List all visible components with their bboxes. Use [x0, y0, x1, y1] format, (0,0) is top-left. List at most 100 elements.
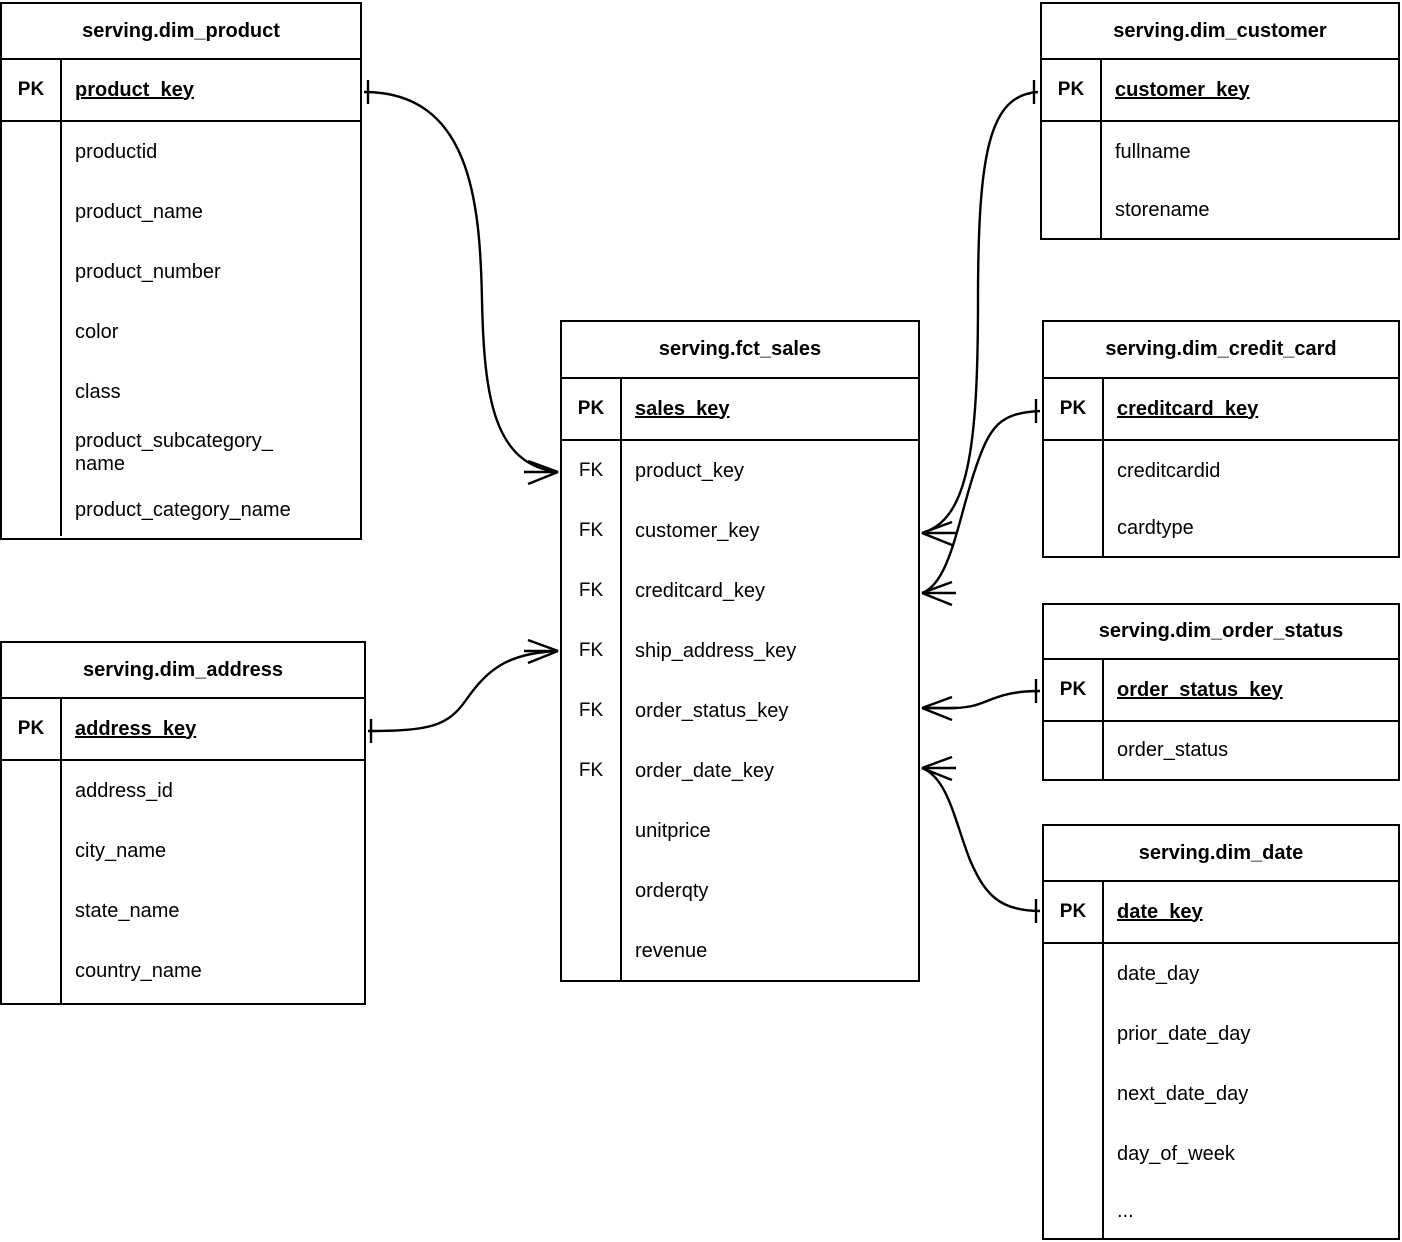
crowsfoot-sales-creditcard [921, 580, 956, 607]
measure-row: revenue [635, 939, 708, 962]
pk-marker: PK [2, 60, 62, 120]
pk-field-name: customer_key [1115, 78, 1250, 101]
attribute-row: color [75, 320, 119, 343]
foreign-keys-fct-sales: FK product_key FK customer_key FK credit… [562, 441, 918, 801]
attribute-row: storename [1115, 198, 1210, 221]
fk-row-order-status-key[interactable]: FK order_status_key [562, 681, 918, 741]
fk-marker: FK [562, 681, 622, 741]
pk-marker: PK [1042, 60, 1102, 120]
entity-title-dim-customer: serving.dim_customer [1042, 4, 1398, 60]
entity-dim-product[interactable]: serving.dim_product PK product_key produ… [0, 2, 362, 540]
pk-marker: PK [1044, 379, 1104, 439]
attr-marker-gutter [1044, 722, 1104, 779]
crowsfoot-sales-address [524, 638, 559, 665]
fk-field-name: order_date_key [635, 759, 774, 782]
pk-field-name: order_status_key [1117, 678, 1283, 701]
measures-fct-sales: unitprice orderqty revenue [562, 801, 918, 981]
pk-marker: PK [1044, 660, 1104, 720]
relationship-orderstatus-sales [921, 679, 1041, 722]
fk-row-creditcard-key[interactable]: FK creditcard_key [562, 561, 918, 621]
pk-marker: PK [2, 699, 62, 759]
entity-dim-order-status[interactable]: serving.dim_order_status PK order_status… [1042, 603, 1400, 781]
measure-row: orderqty [635, 879, 709, 902]
entity-title-dim-order-status: serving.dim_order_status [1044, 605, 1398, 660]
fk-field-name: creditcard_key [635, 579, 766, 602]
crowsfoot-sales-orderstatus [921, 695, 956, 722]
entity-title-fct-sales: serving.fct_sales [562, 322, 918, 379]
fk-field-name: order_status_key [635, 699, 789, 722]
attributes-dim-address: address_id city_name state_name country_… [2, 761, 364, 1003]
attribute-row: date_day [1117, 962, 1200, 985]
attributes-dim-order-status: order_status [1044, 722, 1398, 779]
fk-row-ship-address-key[interactable]: FK ship_address_key [562, 621, 918, 681]
attribute-row: class [75, 380, 121, 403]
pk-row-fct-sales[interactable]: PK sales_key [562, 379, 918, 441]
fk-marker: FK [562, 741, 622, 801]
attribute-row: next_date_day [1117, 1082, 1249, 1105]
fk-field-name: product_key [635, 459, 744, 482]
attr-marker-gutter [1044, 944, 1104, 1238]
attributes-dim-credit-card: creditcardid cardtype [1044, 441, 1398, 556]
pk-row-dim-product[interactable]: PK product_key [2, 60, 360, 122]
attribute-row: creditcardid [1117, 459, 1221, 482]
entity-dim-credit-card[interactable]: serving.dim_credit_card PK creditcard_ke… [1042, 320, 1400, 558]
attribute-row: fullname [1115, 140, 1191, 163]
attributes-dim-date: date_day prior_date_day next_date_day da… [1044, 944, 1398, 1238]
attribute-row: product_number [75, 260, 221, 283]
attribute-row: order_status [1117, 739, 1229, 761]
fk-marker: FK [562, 501, 622, 561]
fk-row-order-date-key[interactable]: FK order_date_key [562, 741, 918, 801]
entity-title-dim-address: serving.dim_address [2, 643, 364, 699]
attribute-row: cardtype [1117, 517, 1194, 539]
entity-fct-sales[interactable]: serving.fct_sales PK sales_key FK produc… [560, 320, 920, 982]
pk-row-dim-customer[interactable]: PK customer_key [1042, 60, 1398, 122]
attr-marker-gutter [1044, 441, 1104, 556]
pk-row-dim-credit-card[interactable]: PK creditcard_key [1044, 379, 1398, 441]
relationship-product-sales [363, 80, 559, 486]
pk-row-dim-address[interactable]: PK address_key [2, 699, 364, 761]
entity-title-dim-product: serving.dim_product [2, 4, 360, 60]
attr-marker-gutter [2, 761, 62, 1003]
pk-row-dim-order-status[interactable]: PK order_status_key [1044, 660, 1398, 722]
measure-row: unitprice [635, 819, 711, 842]
pk-field-name: date_key [1117, 900, 1203, 923]
entity-dim-date[interactable]: serving.dim_date PK date_key date_day pr… [1042, 824, 1400, 1240]
attr-marker-gutter [1042, 122, 1102, 238]
fk-marker: FK [562, 621, 622, 681]
fk-marker: FK [562, 561, 622, 621]
fk-field-name: customer_key [635, 519, 760, 542]
crowsfoot-sales-product [524, 459, 559, 486]
fk-row-customer-key[interactable]: FK customer_key [562, 501, 918, 561]
relationship-address-sales [367, 638, 559, 743]
attr-marker-gutter [562, 801, 622, 981]
attribute-row: day_of_week [1117, 1142, 1235, 1165]
relationship-date-sales [921, 755, 1041, 923]
pk-field-name: product_key [75, 78, 194, 101]
pk-field-name: address_key [75, 717, 197, 740]
crowsfoot-sales-customer [921, 520, 956, 547]
attributes-dim-customer: fullname storename [1042, 122, 1398, 238]
fk-field-name: ship_address_key [635, 639, 797, 662]
pk-field-name: creditcard_key [1117, 397, 1259, 420]
pk-field-name: sales_key [635, 397, 730, 420]
pk-marker: PK [1044, 882, 1104, 942]
attribute-row: city_name [75, 839, 167, 862]
attribute-row: productid [75, 140, 158, 163]
pk-row-dim-date[interactable]: PK date_key [1044, 882, 1398, 944]
attribute-row: state_name [75, 899, 180, 922]
entity-dim-address[interactable]: serving.dim_address PK address_key addre… [0, 641, 366, 1005]
fk-marker: FK [562, 441, 622, 501]
attribute-row: prior_date_day [1117, 1022, 1251, 1045]
entity-title-dim-credit-card: serving.dim_credit_card [1044, 322, 1398, 379]
fk-row-product-key[interactable]: FK product_key [562, 441, 918, 501]
attribute-row: address_id [75, 779, 173, 802]
entity-title-dim-date: serving.dim_date [1044, 826, 1398, 882]
attributes-dim-product: productid product_name product_number co… [2, 122, 360, 536]
relationship-creditcard-sales [921, 399, 1041, 607]
pk-marker: PK [562, 379, 622, 439]
attribute-row: ... [1117, 1199, 1134, 1222]
entity-dim-customer[interactable]: serving.dim_customer PK customer_key ful… [1040, 2, 1400, 240]
attribute-row: country_name [75, 959, 202, 982]
relationship-customer-sales [921, 80, 1039, 547]
